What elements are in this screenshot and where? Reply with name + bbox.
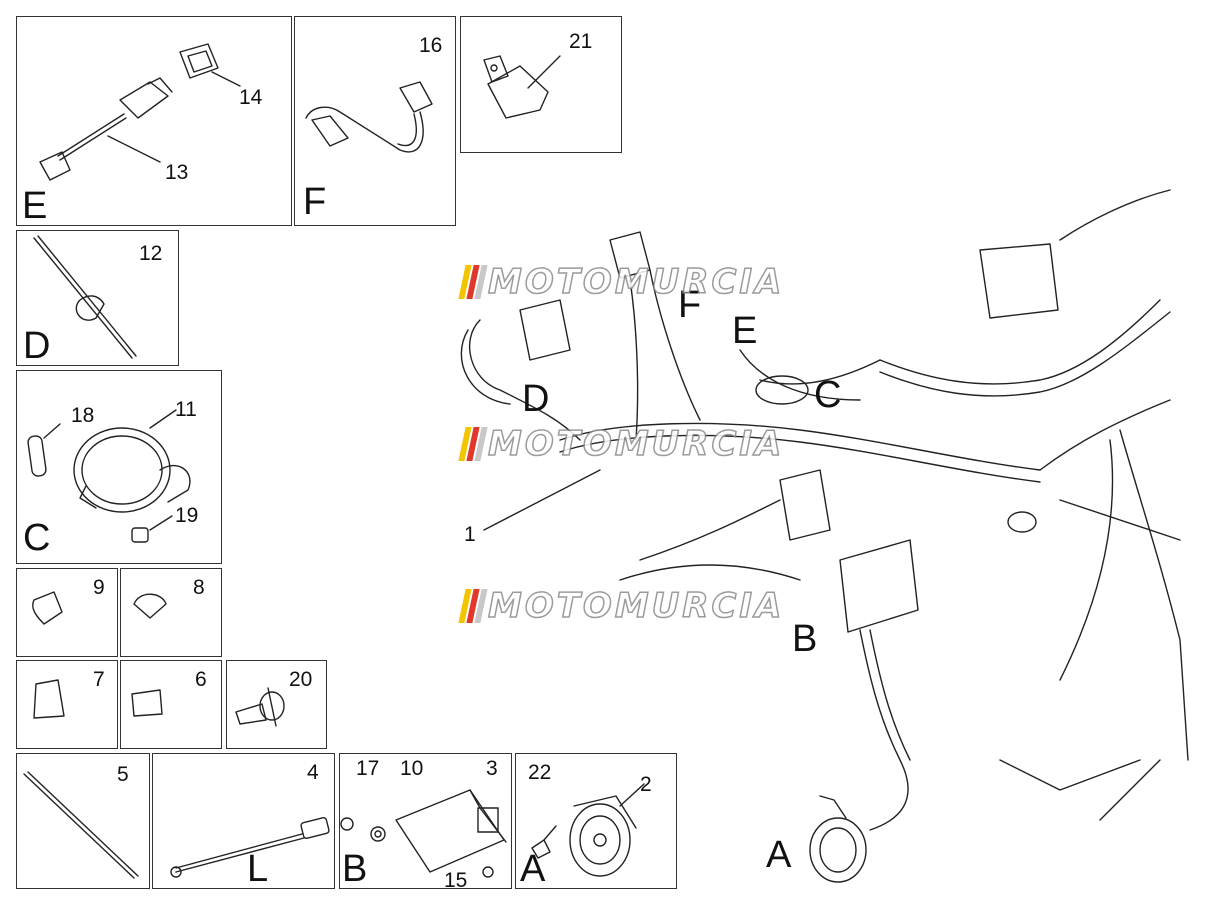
callout-B: B — [792, 618, 818, 660]
panel-21: 21 — [460, 16, 622, 153]
part-label-13: 13 — [165, 161, 189, 184]
panel-letter-E: E — [22, 185, 48, 227]
watermark: MOTOMURCIA — [458, 261, 785, 303]
part-label-21: 21 — [569, 30, 593, 53]
part-4-cable — [170, 817, 330, 878]
part-3-control-unit — [395, 789, 507, 873]
part-label-11: 11 — [175, 398, 197, 421]
part-label-10: 10 — [400, 757, 424, 780]
part-label-2: 2 — [640, 773, 652, 796]
watermark-logo-bars — [458, 427, 488, 461]
callout-A: A — [766, 834, 792, 876]
part-20-clip — [235, 687, 285, 727]
part-17-washer — [340, 817, 354, 831]
panel-C: 18 11 19 C — [16, 370, 222, 564]
watermark-text: MOTOMURCIA — [487, 423, 785, 465]
panel-A: 22 2 A — [515, 753, 677, 889]
panel-letter-L: L — [247, 848, 269, 890]
panel-D: 12 D — [16, 230, 179, 366]
panel-8: 8 — [120, 568, 222, 657]
part-2-horn — [569, 783, 645, 877]
panel-letter-F: F — [303, 181, 327, 223]
part-9-clip — [32, 591, 63, 625]
part-16-cable — [305, 81, 433, 153]
part-label-18: 18 — [71, 404, 95, 427]
callout-D: D — [522, 378, 550, 420]
part-label-15: 15 — [444, 869, 468, 892]
panel-letter-D: D — [23, 325, 51, 367]
watermark-logo-bars — [458, 589, 488, 623]
part-10-bushing — [370, 826, 386, 842]
part-label-22: 22 — [528, 761, 552, 784]
part-label-4: 4 — [307, 761, 319, 784]
panel-F: 16 F — [294, 16, 456, 226]
panel-6: 6 — [120, 660, 222, 749]
part-label-16: 16 — [419, 34, 443, 57]
panel-9: 9 — [16, 568, 118, 657]
part-label-12: 12 — [139, 242, 163, 265]
part-label-7: 7 — [93, 668, 105, 691]
part-18-pin — [27, 423, 61, 477]
part-label-17: 17 — [356, 757, 380, 780]
watermark: MOTOMURCIA — [458, 585, 785, 627]
callout-E: E — [732, 310, 758, 352]
part-15-screw — [482, 866, 494, 878]
part-11-clamp-ring — [73, 409, 191, 513]
part-label-14: 14 — [239, 86, 263, 109]
leader-line-1 — [483, 469, 601, 531]
part-label-8: 8 — [193, 576, 205, 599]
callout-C: C — [814, 374, 842, 416]
part-19-nut — [131, 515, 173, 543]
panel-letter-C: C — [23, 517, 51, 559]
callout-F: F — [678, 284, 702, 326]
part-22-bolt — [531, 825, 557, 859]
part-label-19: 19 — [175, 504, 199, 527]
part-8-clip — [133, 593, 167, 619]
panel-E: 14 13 E — [16, 16, 292, 226]
horn-main — [809, 795, 867, 883]
part-label-3: 3 — [486, 757, 498, 780]
panel-7: 7 — [16, 660, 118, 749]
panel-20: 20 — [226, 660, 327, 749]
part-label-20: 20 — [289, 668, 313, 691]
part-7-clip — [33, 679, 65, 719]
part-12-tie-clip — [33, 235, 137, 359]
part-5-cable-tie — [23, 771, 139, 879]
wiring-harness — [460, 189, 1189, 831]
part-6-clip — [131, 689, 163, 717]
watermark-text: MOTOMURCIA — [487, 585, 785, 627]
part-21-bracket — [483, 55, 561, 119]
part-14-grommet — [179, 43, 241, 87]
part-label-5: 5 — [117, 763, 129, 786]
part-label-6: 6 — [195, 668, 207, 691]
panel-letter-B: B — [342, 848, 368, 890]
part-label-9: 9 — [93, 576, 105, 599]
watermark-logo-bars — [458, 265, 488, 299]
part-13-sensor-cable — [39, 77, 173, 181]
watermark: MOTOMURCIA — [458, 423, 785, 465]
watermark-text: MOTOMURCIA — [487, 261, 785, 303]
part-label-1: 1 — [464, 523, 476, 546]
